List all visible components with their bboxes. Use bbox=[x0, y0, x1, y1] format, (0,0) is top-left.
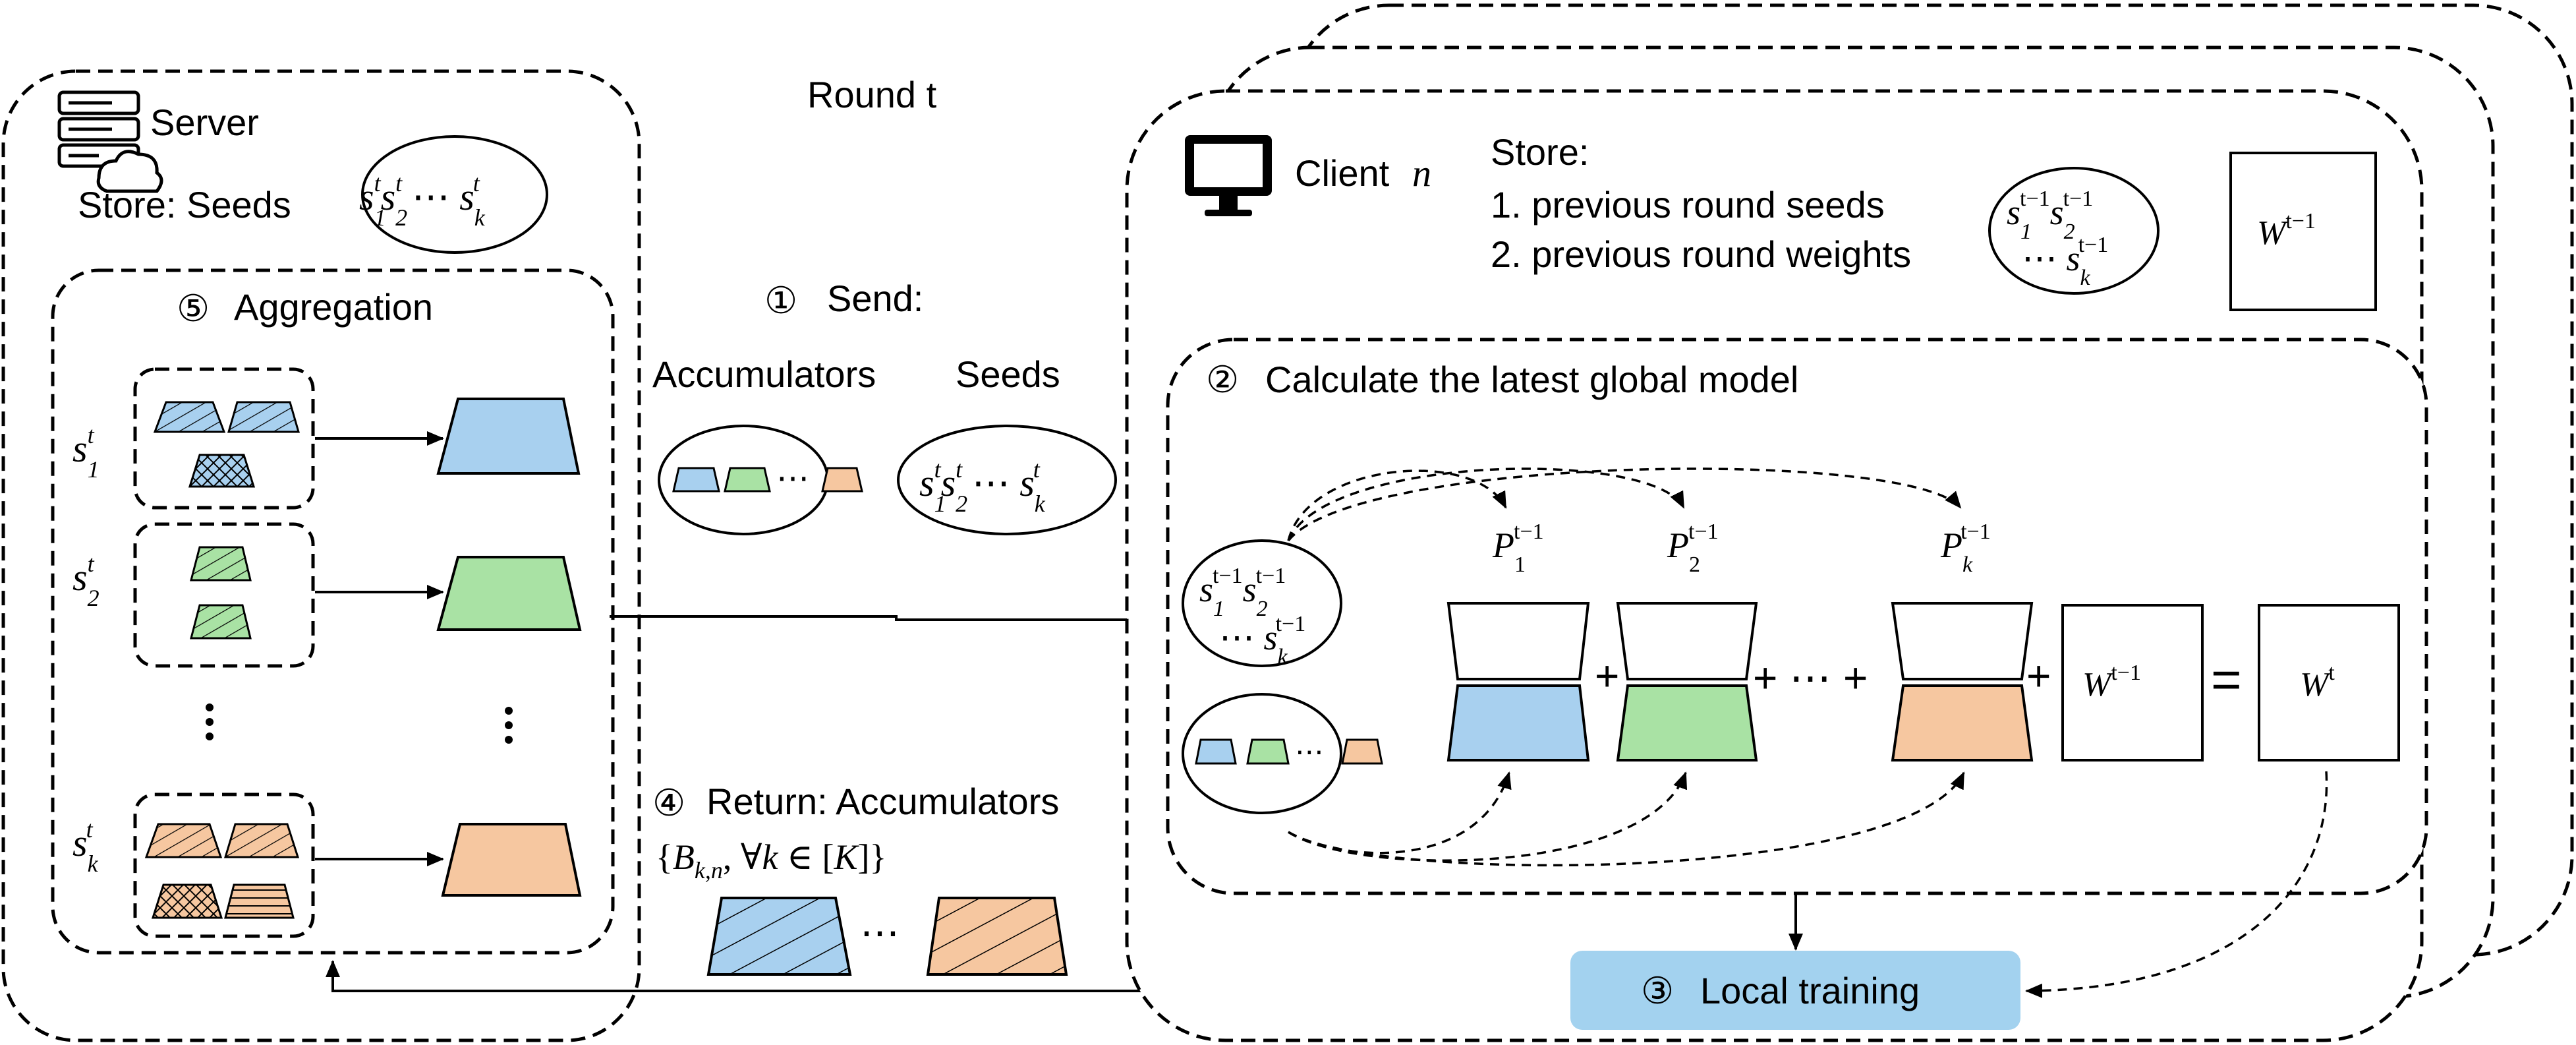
agg-row-label-sk: skt bbox=[72, 816, 99, 877]
step3-num: ③ bbox=[1641, 970, 1674, 1011]
plus-ellipsis-plus: + ⋯ + bbox=[1753, 654, 1868, 702]
step2-acc-green bbox=[1246, 738, 1290, 765]
step2-num: ② bbox=[1206, 359, 1239, 400]
model-stack-k bbox=[1891, 602, 2034, 761]
svg-text:s2t: s2t bbox=[72, 551, 100, 611]
seeds-label: Seeds bbox=[956, 353, 1060, 395]
aggregation-frame bbox=[51, 268, 615, 955]
agg-row-box-s1 bbox=[133, 367, 315, 510]
acc-green-1 bbox=[190, 546, 252, 582]
step2-seeds-ellipse bbox=[1182, 539, 1342, 667]
seed-to-p-arrows bbox=[1287, 467, 1962, 542]
aggregation-num: ⑤ bbox=[177, 287, 210, 329]
aggregated-blue-model bbox=[436, 398, 581, 475]
weight-to-training-arrow bbox=[2025, 771, 2328, 998]
server-store-label: Store: Seeds bbox=[78, 184, 291, 225]
round-label: Round t bbox=[807, 74, 937, 115]
step3-label: Local training bbox=[1700, 970, 1920, 1011]
step1-num: ① bbox=[764, 280, 797, 321]
client-frame-back-2 bbox=[1288, 3, 2574, 957]
model-stack-2 bbox=[1616, 602, 1758, 761]
agg-row-label-s1: s1t bbox=[72, 422, 100, 483]
agg-row-box-s2 bbox=[133, 522, 315, 668]
step2-acc-ellipse bbox=[1182, 693, 1342, 814]
aggregated-green-model bbox=[436, 556, 582, 631]
step2-acc-orange bbox=[1341, 738, 1383, 765]
equals-sign: = bbox=[2211, 650, 2242, 709]
return-acc-ellipsis: ⋯ bbox=[860, 911, 900, 955]
agg-row-box-sk bbox=[133, 792, 315, 938]
acc-green-2 bbox=[190, 604, 252, 640]
send-arrow bbox=[610, 612, 1164, 627]
aggregation-label: Aggregation bbox=[234, 286, 433, 328]
send-acc-green bbox=[724, 467, 771, 493]
weight-new-box bbox=[2258, 604, 2400, 761]
send-acc-ellipsis: ⋯ bbox=[776, 460, 809, 496]
client-prev-seeds-ellipse bbox=[1988, 167, 2160, 295]
acc-orange-1 bbox=[144, 823, 223, 858]
step1-label: Send: bbox=[827, 278, 923, 319]
svg-text:skt: skt bbox=[72, 816, 99, 877]
step2-label: Calculate the latest global model bbox=[1265, 359, 1798, 400]
step4-set-notation: {Bk,n, ∀k ∈ [K]} bbox=[656, 837, 886, 883]
monitor-icon bbox=[1185, 135, 1272, 216]
step2-frame bbox=[1166, 338, 2428, 895]
acc-orange-4 bbox=[224, 883, 295, 919]
plus-k: + bbox=[2026, 652, 2051, 700]
acc-blue-3 bbox=[188, 454, 256, 488]
agg-rows-ellipsis bbox=[206, 703, 513, 744]
svg-text:s1ts2t ⋯ skt: s1ts2t ⋯ skt bbox=[359, 170, 486, 231]
acc-to-model-arrows bbox=[1288, 771, 1965, 867]
step4-num: ④ bbox=[652, 782, 685, 823]
client-prev-weights-box bbox=[2229, 152, 2377, 311]
server-label: Server bbox=[150, 102, 259, 143]
return-acc-blue bbox=[706, 897, 852, 976]
server-icon bbox=[57, 90, 163, 193]
client-label: Client bbox=[1295, 152, 1390, 194]
acc-blue-2 bbox=[227, 401, 300, 433]
server-seeds-ellipse bbox=[361, 135, 548, 254]
client-store-item-2: 2. previous round weights bbox=[1491, 233, 1911, 275]
svg-text:{Bk,n, ∀k ∈ [K]}: {Bk,n, ∀k ∈ [K]} bbox=[656, 837, 886, 883]
plus-1: + bbox=[1595, 652, 1619, 700]
step2-acc-ellipsis: ⋯ bbox=[1295, 736, 1324, 768]
send-acc-blue bbox=[672, 467, 720, 493]
acc-orange-2 bbox=[223, 823, 300, 858]
step2-acc-blue bbox=[1195, 738, 1237, 765]
step4-label: Return: Accumulators bbox=[706, 781, 1059, 822]
agg-row-label-s2: s2t bbox=[72, 551, 100, 611]
svg-text:s1t: s1t bbox=[72, 422, 100, 483]
client-store-item-1: 1. previous round seeds bbox=[1491, 184, 1885, 225]
acc-orange-3 bbox=[151, 883, 223, 919]
acc-blue-1 bbox=[153, 401, 226, 433]
model-stack-1 bbox=[1446, 602, 1590, 761]
send-seeds-formula: s1ts2t ⋯ skt bbox=[919, 456, 1046, 517]
server-frame bbox=[1, 69, 641, 1042]
return-acc-orange bbox=[926, 897, 1068, 976]
client-index: n bbox=[1412, 152, 1431, 194]
client-store-title: Store: bbox=[1491, 131, 1589, 173]
server-seeds-formula: s1ts2t ⋯ skt bbox=[359, 170, 486, 231]
weight-prev-box bbox=[2061, 604, 2204, 761]
svg-text:s1ts2t ⋯ skt: s1ts2t ⋯ skt bbox=[919, 456, 1046, 517]
local-training-box bbox=[1570, 951, 2020, 1030]
send-seeds-ellipse bbox=[897, 425, 1117, 535]
aggregated-orange-model bbox=[441, 823, 582, 897]
send-acc-orange bbox=[821, 467, 863, 493]
accumulators-label: Accumulators bbox=[652, 353, 876, 395]
